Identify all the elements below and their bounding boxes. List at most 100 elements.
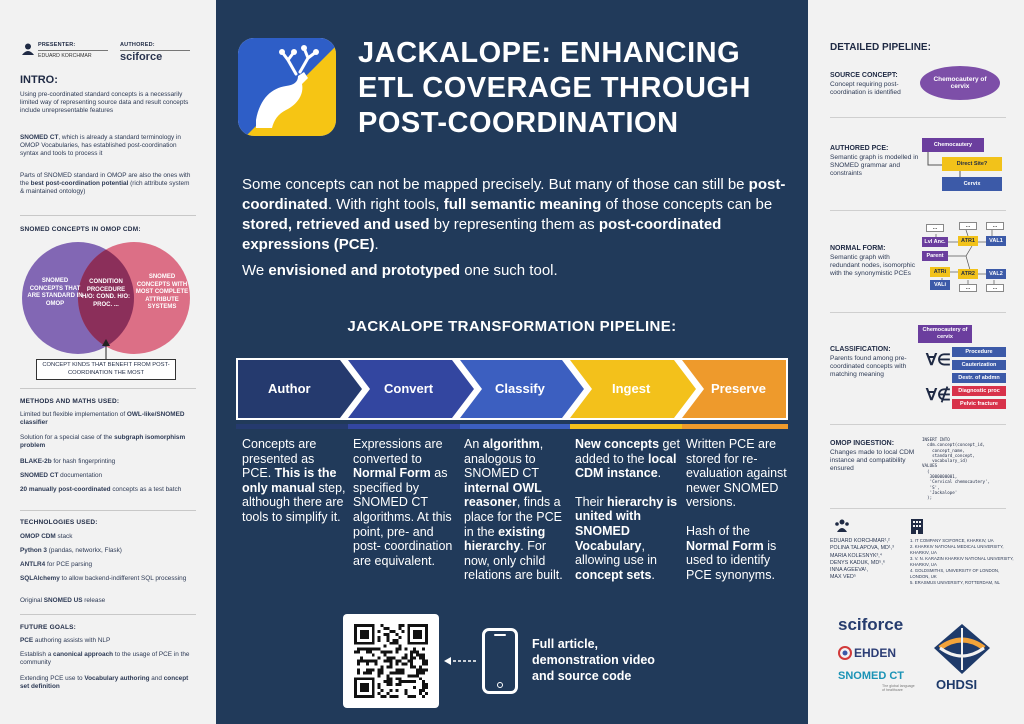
- nf-node-atr1: ATR1: [958, 236, 978, 246]
- cta-text[interactable]: Full article, demonstration video and so…: [532, 637, 655, 683]
- parent-procedure: Procedure: [952, 347, 1006, 357]
- presenter-label: PRESENTER:: [38, 42, 76, 48]
- classify-description: An algorithm, analogous to SNOMED CT int…: [464, 437, 563, 583]
- sciforce-logo: sciforce: [838, 615, 904, 634]
- step-ingest: Ingest: [612, 381, 651, 396]
- venn-callout: CONCEPT KINDS THAT BENEFIT FROM POST-COO…: [36, 359, 176, 380]
- ohdsi-logo: OHDSI: [936, 677, 978, 692]
- source-concept-node: Chemocautery of cervix: [920, 66, 1000, 100]
- methods-title: METHODS AND MATHS USED:: [20, 398, 120, 405]
- nf-node-3: ...: [986, 222, 1004, 230]
- step-classify: Classify: [495, 381, 545, 396]
- group-icon: [834, 518, 849, 532]
- ingest-description: New concepts get added to the local CDM …: [575, 437, 680, 582]
- ohdsi-mark-icon: [932, 622, 992, 676]
- methods-item-4: SNOMED CT documentation: [20, 472, 103, 479]
- methods-item-2: Solution for a special case of the subgr…: [20, 434, 186, 449]
- normal-form-title: NORMAL FORM:: [830, 245, 886, 252]
- author-list: EDUARD KORCHMAR¹,² POLINA TALAPOVA, MD¹,…: [830, 538, 894, 581]
- source-title: SOURCE CONCEPT:: [830, 72, 898, 79]
- intro-paragraph-3: Parts of SNOMED standard in OMOP are als…: [20, 172, 191, 195]
- presenter-name: EDUARD KORCHMAR: [38, 53, 92, 59]
- authored-pce-text: Semantic graph is modelled in SNOMED gra…: [830, 154, 919, 177]
- normal-form-graph-edges: [935, 229, 995, 286]
- pce-node-direct-site: Direct Site?: [942, 157, 1002, 171]
- nf-node-val1: VAL1: [986, 236, 1006, 246]
- pipeline-title: JACKALOPE TRANSFORMATION PIPELINE:: [347, 318, 677, 335]
- nf-node-lvl-anc: Lvl Anc.: [922, 237, 948, 247]
- nf-node-1: ...: [926, 224, 944, 232]
- building-icon: [910, 518, 924, 534]
- forall-notin-symbol: ∀∉: [926, 387, 951, 404]
- future-item-1: PCE authoring assists with NLP: [20, 637, 111, 644]
- ehden-mark-icon: [838, 646, 852, 660]
- venn-diagram: [22, 242, 190, 366]
- qr-code[interactable]: [343, 614, 439, 708]
- snomed-logo: SNOMED CT: [838, 670, 904, 682]
- intro-paragraph-1: Using pre-coordinated standard concepts …: [20, 91, 189, 114]
- convert-description: Expressions are converted to Normal Form…: [353, 437, 453, 568]
- ehden-logo: EHDEN: [838, 645, 912, 661]
- venn-middle-label: CONDITION PROCEDURE H/O: COND. H/O: PROC…: [82, 279, 130, 308]
- authored-label: AUTHORED:: [120, 42, 155, 48]
- ingestion-text: Changes made to local CDM instance and c…: [830, 449, 915, 472]
- main-panel: JACKALOPE: ENHANCING ETL COVERAGE THROUG…: [216, 0, 808, 724]
- nf-node-val2: VAL2: [986, 269, 1006, 279]
- nf-node-atr2: ATR2: [958, 269, 978, 279]
- person-icon: [22, 42, 34, 55]
- lead-paragraph-2: We envisioned and prototyped one such to…: [242, 262, 558, 279]
- nf-node-4: ...: [959, 284, 977, 292]
- technologies-title: TECHNOLOGIES USED:: [20, 519, 98, 526]
- step-author: Author: [268, 381, 311, 396]
- arrow-left-icon: [444, 654, 480, 672]
- tech-item-1: OMOP CDM stack: [20, 533, 73, 540]
- lead-paragraph: Some concepts can not be mapped precisel…: [242, 176, 786, 253]
- nonparent-diagnostic: Diagnostic proc: [952, 386, 1006, 396]
- left-sidebar: PRESENTER: EDUARD KORCHMAR AUTHORED: sci…: [0, 0, 216, 724]
- nf-node-2: ...: [959, 222, 977, 230]
- phone-icon: [482, 628, 518, 694]
- jackalope-logo-icon: [238, 38, 336, 136]
- classification-text: Parents found among pre-coordinated conc…: [830, 355, 907, 378]
- parent-destr-abdmn: Destr. of abdmn: [952, 373, 1006, 383]
- classification-title: CLASSIFICATION:: [830, 346, 891, 353]
- tech-item-5: Original SNOMED US release: [20, 597, 106, 604]
- future-title: FUTURE GOALS:: [20, 624, 77, 631]
- pce-node-cervix: Cervix: [942, 177, 1002, 191]
- nf-node-atri: ATRi: [930, 267, 950, 277]
- pipeline-arrows: [236, 358, 788, 429]
- methods-item-3: BLAKE-2b for hash fingerprinting: [20, 458, 116, 465]
- source-text: Concept requiring post-coordination is i…: [830, 81, 901, 96]
- parent-cauterization: Cauterization: [952, 360, 1006, 370]
- normal-form-text: Semantic graph with redundant nodes, iso…: [830, 254, 916, 277]
- preserve-description: Written PCE are stored for re-evaluation…: [686, 437, 787, 582]
- pce-node-chemocautery: Chemocautery: [922, 138, 984, 152]
- tech-item-4: SQLAlchemy to allow backend-indifferent …: [20, 575, 187, 582]
- future-item-2: Establish a canonical approach to the us…: [20, 651, 190, 666]
- intro-paragraph-2: SNOMED CT, which is already a standard t…: [20, 134, 181, 157]
- venn-title: SNOMED CONCEPTS IN OMOP CDM:: [20, 226, 141, 233]
- step-convert: Convert: [384, 381, 434, 396]
- poster-title: JACKALOPE: ENHANCING ETL COVERAGE THROUG…: [358, 37, 751, 139]
- authored-pce-title: AUTHORED PCE:: [830, 145, 889, 152]
- nf-node-5: ...: [986, 284, 1004, 292]
- venn-left-label: SNOMED CONCEPTS THAT ARE STANDARD IN OMO…: [27, 278, 83, 307]
- detailed-title: DETAILED PIPELINE:: [830, 42, 931, 53]
- affiliation-list: 1. IT COMPANY SCIFORCE, KHARKIV, UA 2. K…: [910, 538, 1014, 585]
- tech-item-3: ANTLR4 for PCE parsing: [20, 561, 93, 568]
- sciforce-mini-logo: sciforce: [120, 51, 163, 63]
- venn-right-label: SNOMED CONCEPTS WITH MOST COMPLETE ATTRI…: [135, 274, 189, 310]
- classification-node: Chemocautery of cervix: [918, 325, 972, 343]
- step-preserve: Preserve: [711, 381, 766, 396]
- author-description: Concepts are presented as PCE. This is t…: [242, 437, 346, 524]
- nf-node-parent: Parent: [922, 251, 948, 261]
- intro-title: INTRO:: [20, 74, 58, 86]
- sql-code: INSERT INTO cdm.concept(concept_id, conc…: [922, 437, 991, 501]
- snomed-tagline: The global language of healthcare: [882, 684, 915, 693]
- forall-in-symbol: ∀∈: [926, 352, 951, 369]
- methods-item-5: 20 manually post-coordinated concepts as…: [20, 486, 182, 493]
- ingestion-title: OMOP INGESTION:: [830, 440, 895, 447]
- right-sidebar: DETAILED PIPELINE: SOURCE CONCEPT: Conce…: [808, 0, 1024, 724]
- nf-node-vali: VALi: [930, 280, 950, 290]
- future-item-3: Extending PCE use to Vocabulary authorin…: [20, 675, 189, 690]
